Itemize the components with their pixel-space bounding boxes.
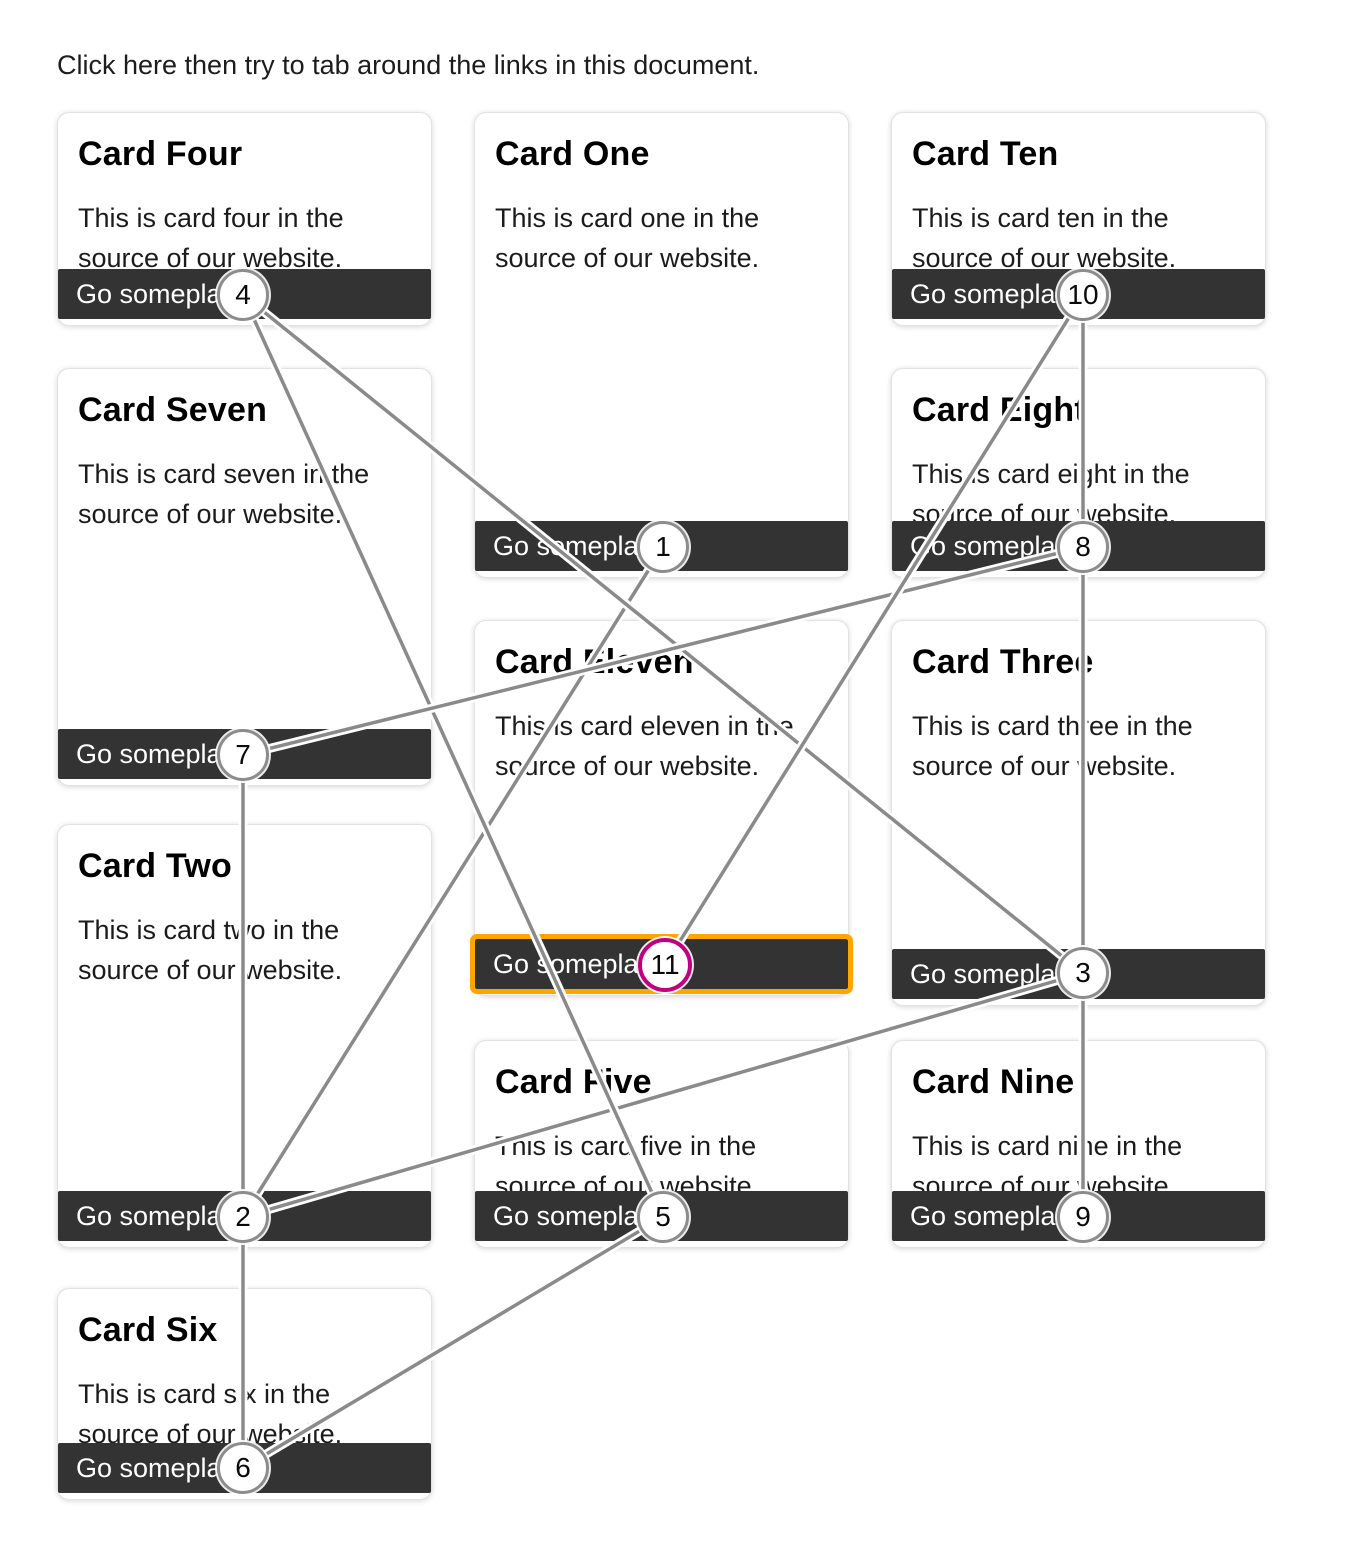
card-title: Card One xyxy=(495,135,650,173)
card-title: Card Five xyxy=(495,1063,652,1101)
card-title: Card Four xyxy=(78,135,243,173)
card-title: Card Eleven xyxy=(495,643,694,681)
tab-order-marker-11-active: 11 xyxy=(638,938,692,992)
tab-order-marker-7: 7 xyxy=(217,729,269,781)
tab-order-marker-3: 3 xyxy=(1057,947,1109,999)
tab-order-marker-8: 8 xyxy=(1057,521,1109,573)
tab-order-marker-5: 5 xyxy=(637,1191,689,1243)
card-title: Card Seven xyxy=(78,391,268,429)
card-body: This is card seven in the source of our … xyxy=(78,459,370,529)
card-body: This is card three in the source of our … xyxy=(912,711,1193,781)
card-four: Card Four This is card four in the sourc… xyxy=(57,112,432,326)
tab-order-marker-1: 1 xyxy=(637,521,689,573)
tab-order-marker-2: 2 xyxy=(217,1191,269,1243)
card-body: This is card four in the source of our w… xyxy=(78,203,344,273)
card-title: Card Nine xyxy=(912,1063,1075,1101)
card-body: This is card one in the source of our we… xyxy=(495,203,760,273)
instruction-text[interactable]: Click here then try to tab around the li… xyxy=(57,50,760,80)
card-body: This is card ten in the source of our we… xyxy=(912,203,1177,273)
card-two: Card Two This is card two in the source … xyxy=(57,824,432,1248)
tab-order-marker-4: 4 xyxy=(217,269,269,321)
card-one: Card One This is card one in the source … xyxy=(474,112,849,578)
card-body: This is card eleven in the source of our… xyxy=(495,711,794,781)
card-title: Card Two xyxy=(78,847,232,885)
card-seven: Card Seven This is card seven in the sou… xyxy=(57,368,432,786)
card-title: Card Eight xyxy=(912,391,1086,429)
card-title: Card Six xyxy=(78,1311,218,1349)
card-title: Card Three xyxy=(912,643,1094,681)
tab-order-marker-9: 9 xyxy=(1057,1191,1109,1243)
card-title: Card Ten xyxy=(912,135,1059,173)
tab-order-marker-6: 6 xyxy=(217,1442,269,1494)
tab-order-marker-10: 10 xyxy=(1057,269,1109,321)
card-body: This is card two in the source of our we… xyxy=(78,915,343,985)
